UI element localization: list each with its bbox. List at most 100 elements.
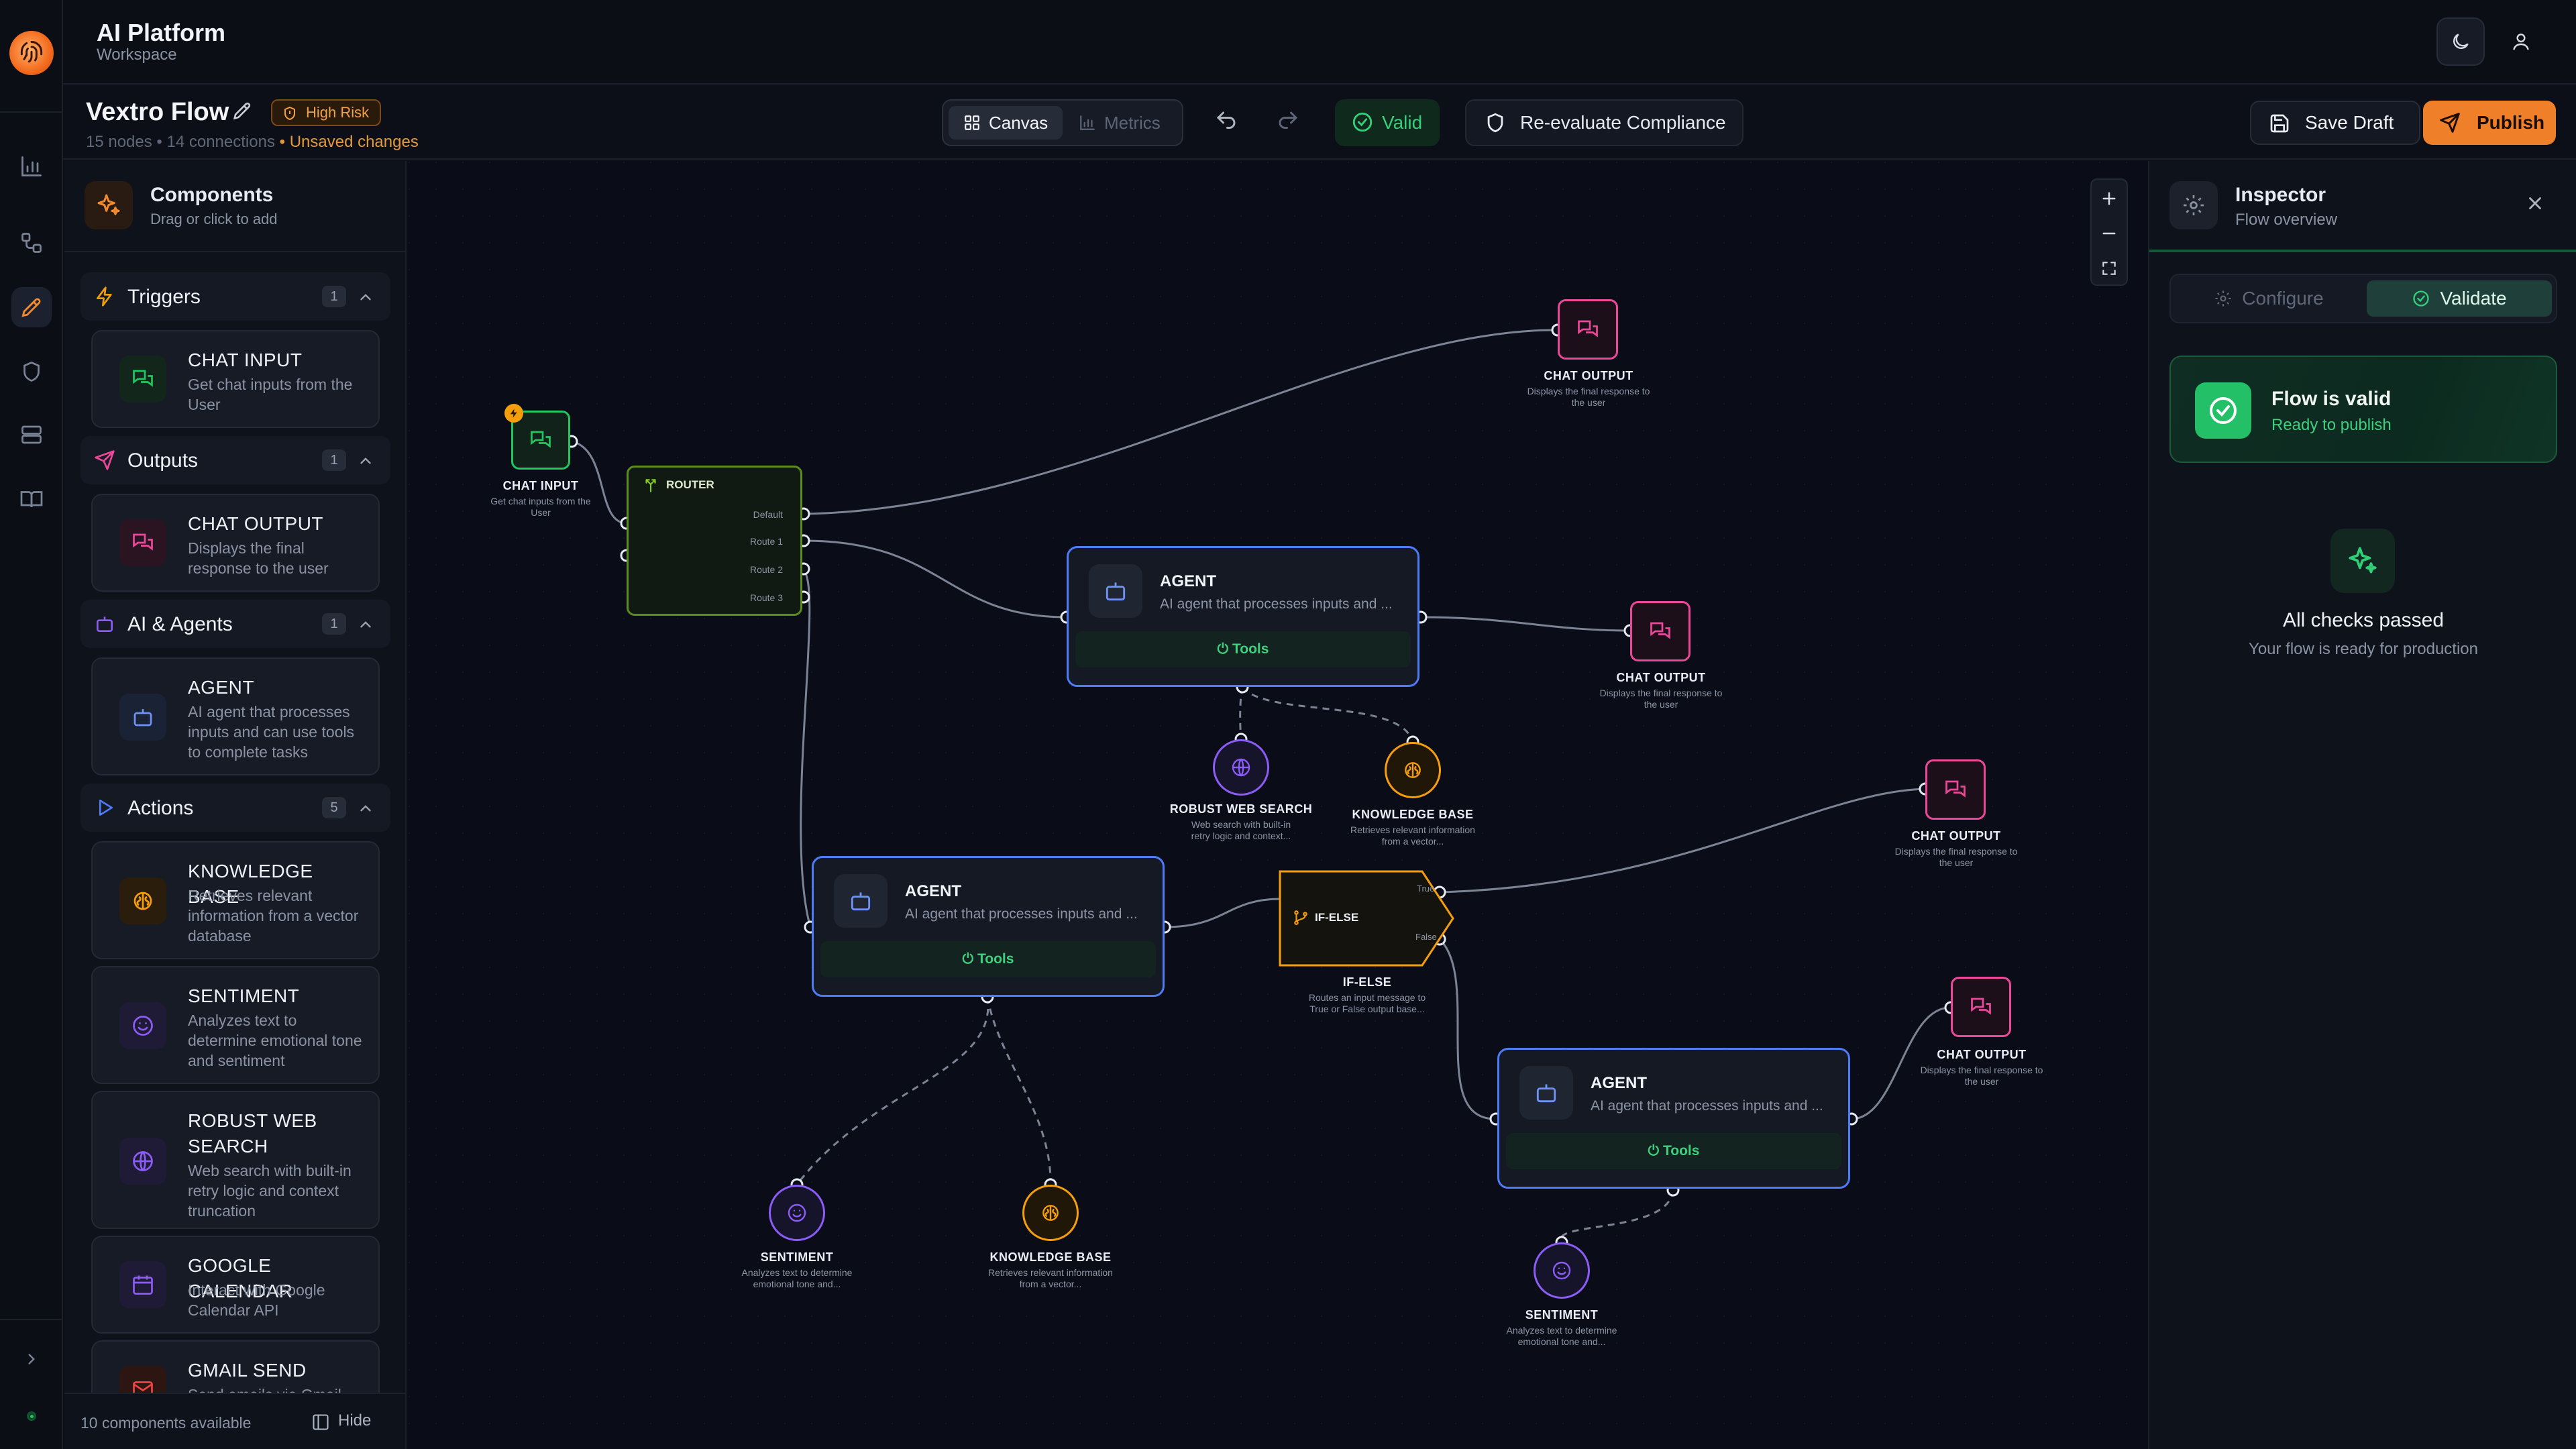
docs-nav-icon[interactable] bbox=[18, 486, 45, 513]
components-panel: Components Drag or click to add Triggers… bbox=[64, 161, 407, 1449]
expand-chevron-icon[interactable] bbox=[18, 1346, 45, 1373]
edge-router-output1 bbox=[803, 329, 1558, 515]
save-draft-button[interactable]: Save Draft bbox=[2250, 101, 2420, 145]
edge-input-router bbox=[571, 440, 627, 525]
chat-output-node[interactable] bbox=[1558, 299, 1618, 360]
edge-ifelse-output3 bbox=[1439, 788, 1926, 894]
server-nav-icon[interactable] bbox=[18, 421, 45, 448]
node-desc: Web search with built-in retry logic and… bbox=[1191, 819, 1291, 841]
zoom-out-icon[interactable] bbox=[2092, 216, 2127, 251]
chevron-up-icon bbox=[360, 458, 371, 464]
metrics-view-label: Metrics bbox=[1104, 112, 1161, 133]
component-robust-web-search[interactable]: ROBUST WEB SEARCH Web search with built-… bbox=[91, 1091, 380, 1229]
knowledge-base-node[interactable] bbox=[1385, 742, 1441, 798]
fit-view-icon[interactable] bbox=[2092, 251, 2127, 286]
component-knowledge-base[interactable]: KNOWLEDGE BASE Retrieves relevant inform… bbox=[91, 841, 380, 959]
agent-tools-bar[interactable]: ⏻ Tools bbox=[820, 941, 1156, 977]
status-title: Flow is valid bbox=[2271, 388, 2392, 410]
chat-output-node[interactable] bbox=[1630, 601, 1690, 661]
app-logo[interactable] bbox=[9, 31, 54, 75]
category-actions[interactable]: Actions 5 bbox=[80, 784, 390, 832]
theme-toggle-button[interactable] bbox=[2436, 17, 2485, 66]
checks-subtitle: Your flow is ready for production bbox=[2249, 640, 2478, 658]
sentiment-node[interactable] bbox=[1534, 1242, 1590, 1299]
web-search-node[interactable] bbox=[1213, 739, 1269, 796]
undo-icon[interactable] bbox=[1214, 109, 1238, 133]
sentiment-node[interactable] bbox=[769, 1185, 825, 1241]
zoom-in-icon[interactable] bbox=[2092, 181, 2127, 216]
knowledge-base-caption: KNOWLEDGE BASE Retrieves relevant inform… bbox=[1339, 808, 1487, 847]
inspector-header: Inspector Flow overview bbox=[2149, 161, 2576, 252]
left-rail bbox=[0, 0, 63, 1449]
component-title: ROBUST WEB SEARCH bbox=[188, 1110, 317, 1157]
reevaluate-compliance-button[interactable]: Re-evaluate Compliance bbox=[1465, 99, 1743, 146]
component-sentiment[interactable]: SENTIMENT Analyzes text to determine emo… bbox=[91, 966, 380, 1084]
trigger-badge bbox=[504, 404, 523, 423]
component-google-calendar[interactable]: GOOGLE CALENDAR Interact with Google Cal… bbox=[91, 1236, 380, 1334]
component-desc: Analyzes text to determine emotional ton… bbox=[188, 1012, 362, 1069]
chevron-up-icon bbox=[360, 621, 371, 628]
grid-icon bbox=[965, 115, 979, 130]
node-desc: Displays the final response to the user bbox=[1599, 688, 1723, 710]
shield-icon bbox=[1487, 113, 1503, 133]
smile-icon bbox=[1552, 1261, 1571, 1280]
chat-output-caption: CHAT OUTPUT Displays the final response … bbox=[1915, 1048, 2049, 1087]
hide-panel-button[interactable]: Hide bbox=[311, 1411, 371, 1430]
tab-validate[interactable]: Validate bbox=[2367, 280, 2552, 317]
tab-configure[interactable]: Configure bbox=[2176, 280, 2361, 317]
connection-status-dot bbox=[27, 1411, 36, 1421]
inspector-tabs: Configure Validate bbox=[2169, 274, 2557, 323]
component-chat-output[interactable]: CHAT OUTPUT Displays the final response … bbox=[91, 494, 380, 592]
edit-name-icon[interactable] bbox=[231, 99, 254, 122]
lightning-icon bbox=[510, 409, 517, 418]
send-icon bbox=[95, 450, 115, 470]
shield-nav-icon[interactable] bbox=[18, 358, 45, 385]
checks-title: All checks passed bbox=[2282, 609, 2445, 631]
knowledge-base-node[interactable] bbox=[1022, 1185, 1079, 1241]
ifelse-node[interactable]: IF-ELSE True False bbox=[1277, 869, 1456, 968]
agent-node[interactable]: AGENT AI agent that processes inputs and… bbox=[812, 856, 1165, 997]
gear-icon bbox=[2215, 290, 2231, 307]
analytics-nav-icon[interactable] bbox=[18, 153, 45, 180]
chat-icon bbox=[1945, 780, 1966, 798]
tools-label: Tools bbox=[1663, 1143, 1700, 1159]
valid-status-pill[interactable]: Valid bbox=[1335, 99, 1440, 146]
canvas-view-button[interactable]: Canvas bbox=[949, 106, 1063, 140]
chat-output-icon bbox=[119, 519, 166, 566]
publish-button[interactable]: Publish bbox=[2423, 101, 2556, 145]
node-desc: Displays the final response to the user bbox=[1920, 1065, 2043, 1087]
node-desc: Displays the final response to the user bbox=[1894, 846, 2018, 868]
chat-input-node[interactable] bbox=[511, 411, 570, 470]
flow-canvas[interactable]: CHAT INPUT Get chat inputs from the User… bbox=[408, 161, 2147, 1449]
agent-node[interactable]: AGENT AI agent that processes inputs and… bbox=[1497, 1048, 1850, 1189]
components-title: Components bbox=[150, 184, 274, 206]
edge-tool-kb1 bbox=[1241, 686, 1414, 743]
chat-output-node[interactable] bbox=[1951, 977, 2011, 1037]
workflow-nav-icon[interactable] bbox=[18, 229, 45, 256]
builder-nav-icon[interactable] bbox=[11, 287, 52, 327]
metrics-view-button[interactable]: Metrics bbox=[1064, 106, 1175, 140]
agent-tools-bar[interactable]: ⏻ Tools bbox=[1506, 1133, 1841, 1169]
component-chat-input[interactable]: CHAT INPUT Get chat inputs from the User bbox=[91, 330, 380, 428]
panel-collapse-icon bbox=[313, 1414, 329, 1430]
lightning-icon bbox=[97, 286, 112, 307]
agent-node[interactable]: AGENT AI agent that processes inputs and… bbox=[1067, 546, 1419, 687]
category-triggers[interactable]: Triggers 1 bbox=[80, 272, 390, 321]
components-subtitle: Drag or click to add bbox=[150, 211, 278, 227]
agent-tools-bar[interactable]: ⏻ Tools bbox=[1075, 631, 1411, 667]
close-icon[interactable] bbox=[2525, 193, 2545, 213]
chat-output-caption: CHAT OUTPUT Displays the final response … bbox=[1594, 671, 1728, 710]
user-menu-button[interactable] bbox=[2497, 17, 2545, 66]
category-outputs[interactable]: Outputs 1 bbox=[80, 436, 390, 484]
component-desc: Get chat inputs from the User bbox=[188, 376, 353, 413]
category-count: 5 bbox=[322, 797, 346, 818]
edge-agent3-output4 bbox=[1851, 1006, 1951, 1120]
components-footer: 10 components available Hide bbox=[64, 1393, 405, 1449]
component-agent[interactable]: AGENT AI agent that processes inputs and… bbox=[91, 657, 380, 775]
redo-icon[interactable] bbox=[1276, 109, 1300, 133]
sentiment-caption: SENTIMENT Analyzes text to determine emo… bbox=[723, 1250, 871, 1290]
node-desc: Analyzes text to determine emotional ton… bbox=[1506, 1325, 1617, 1347]
chat-output-node[interactable] bbox=[1925, 759, 1986, 820]
category-ai-agents[interactable]: AI & Agents 1 bbox=[80, 600, 390, 648]
router-node[interactable]: ROUTER Default Route 1 Route 2 Route 3 bbox=[627, 466, 802, 616]
